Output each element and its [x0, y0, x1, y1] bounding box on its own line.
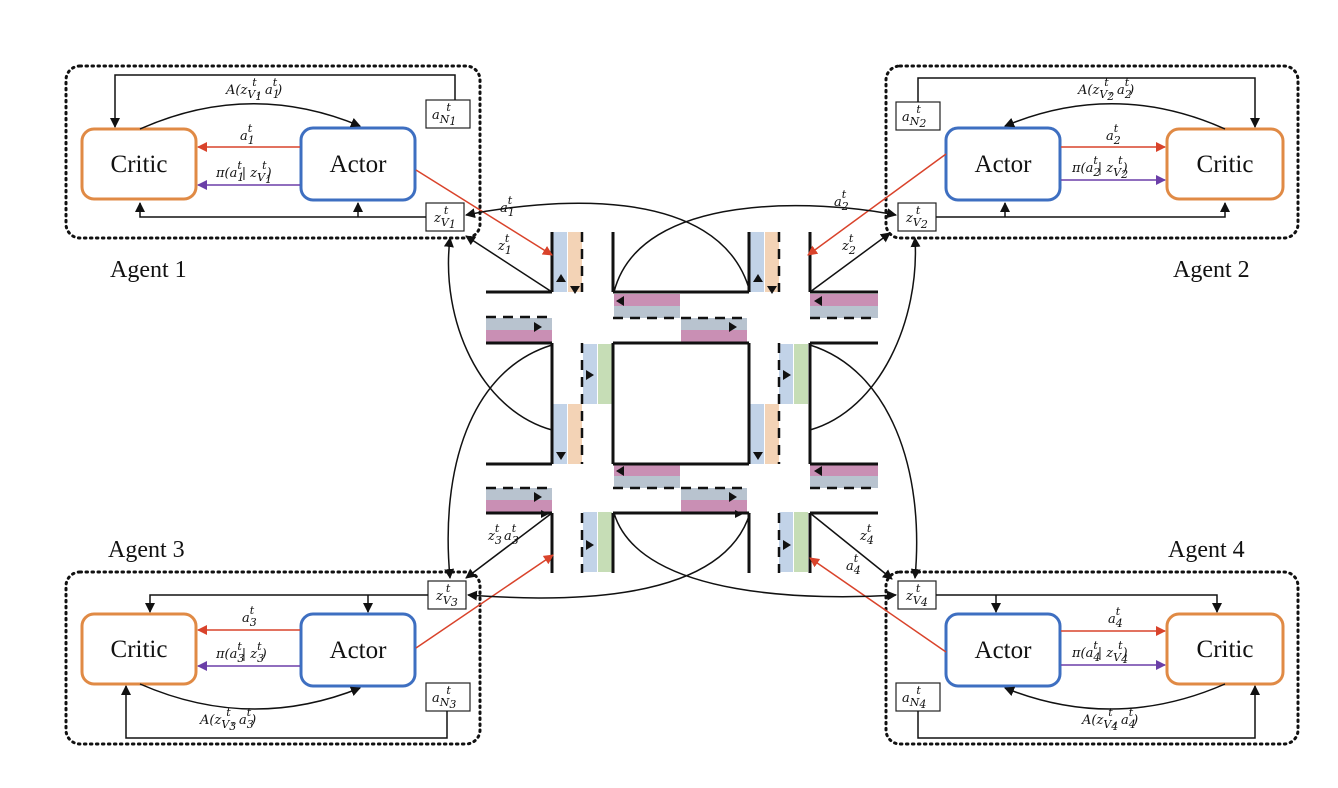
agent-4-neighbor-box — [895, 682, 941, 712]
road-action-2: a2t — [834, 188, 849, 213]
agent-1-advantage: A(zV1t, a1t) — [225, 76, 282, 103]
agent-3-actor-box — [299, 612, 417, 688]
agent-2-obs-box — [897, 202, 937, 232]
agent-4-actor-box — [944, 612, 1062, 688]
agent-3-neighbor-box — [425, 682, 471, 712]
agent-2-critic-label: Critic — [1197, 151, 1254, 178]
agent-1-frame — [64, 64, 482, 240]
agent-2-obs-label: zV2t — [905, 204, 928, 231]
agent-2-frame — [884, 64, 1300, 240]
agent-2-actor-label: Actor — [975, 151, 1033, 178]
agent-4-policy: π(a4t| zV4t) — [1071, 639, 1128, 666]
agent-1-critic-label: Critic — [111, 151, 168, 178]
agent-3-obs-box — [427, 580, 467, 610]
agent-1-obs-box — [425, 202, 465, 232]
road-action-1: a1t — [500, 194, 515, 219]
agent-2-label: Agent 2 — [1173, 257, 1250, 283]
agent-4-critic-label: Critic — [1197, 636, 1254, 663]
agent-1-policy: π(a1t| zV1t) — [215, 159, 272, 186]
agent-1-action: a1t — [240, 122, 255, 147]
road-action-4: a4t — [846, 552, 861, 577]
agent-2-advantage: A(zV2t, a2t) — [1077, 76, 1134, 103]
agent-2-neighbor-box — [895, 101, 941, 131]
agent-1-critic-box — [80, 127, 198, 201]
agent-3-obs-label: zV3t — [435, 582, 458, 609]
agent-4: Agent 4 Actor Critic zV4t aN4t a4t π(a4t… — [884, 537, 1300, 746]
agent-2-policy: π(a2t| zV2t) — [1071, 154, 1128, 181]
agent-2-actor-box — [944, 126, 1062, 202]
agent-3-policy: π(a3t| z3t) — [215, 640, 267, 665]
agent-1-obs-label: zV1t — [433, 204, 456, 231]
agent-4-frame — [884, 570, 1300, 746]
cross-connections: a1t a2t a3t a4t z1t z2t z3t z4t — [415, 153, 947, 653]
agent-3-actor-label: Actor — [330, 637, 388, 664]
agent-2-action: a2t — [1106, 122, 1121, 147]
agent-1-actor-box — [299, 126, 417, 202]
road-obs-3: z3t — [487, 522, 502, 547]
agent-3-advantage: A(zV3t, a3t) — [199, 706, 256, 733]
agent-3-critic-label: Critic — [111, 636, 168, 663]
agent-3-neighbor-label: aN3t — [432, 684, 456, 711]
agent-1-actor-label: Actor — [330, 151, 388, 178]
agent-1: Critic Actor aN1t zV1t A(zV1t, a1t) a1t … — [64, 64, 482, 283]
agent-4-action: a4t — [1108, 605, 1123, 630]
agent-4-neighbor-label: aN4t — [902, 684, 926, 711]
road-obs-2: z2t — [841, 232, 856, 257]
agent-2: Actor Critic aN2t zV2t A(zV2t, a2t) a2t … — [884, 64, 1300, 283]
agent-3-frame — [64, 570, 482, 746]
agent-4-label: Agent 4 — [1168, 537, 1245, 563]
agent-3-action: a3t — [242, 604, 257, 629]
agent-3: Agent 3 Critic Actor zV3t aN3t a3t π(a3t… — [64, 537, 482, 746]
agent-2-neighbor-label: aN2t — [902, 103, 926, 130]
agent-1-label: Agent 1 — [110, 257, 187, 283]
agent-3-label: Agent 3 — [108, 537, 185, 563]
agent-4-obs-label: zV4t — [905, 582, 928, 609]
road-obs-4: z4t — [859, 522, 874, 547]
agent-4-advantage: A(zV4t, a4t) — [1081, 706, 1138, 733]
agent-4-obs-box — [897, 580, 937, 610]
road-obs-1: z1t — [497, 232, 512, 257]
agent-3-critic-box — [80, 612, 198, 686]
road-network — [486, 232, 878, 573]
agent-1-neighbor-label: aN1t — [432, 101, 456, 128]
agent-4-actor-label: Actor — [975, 637, 1033, 664]
agent-1-neighbor-box — [425, 99, 471, 129]
